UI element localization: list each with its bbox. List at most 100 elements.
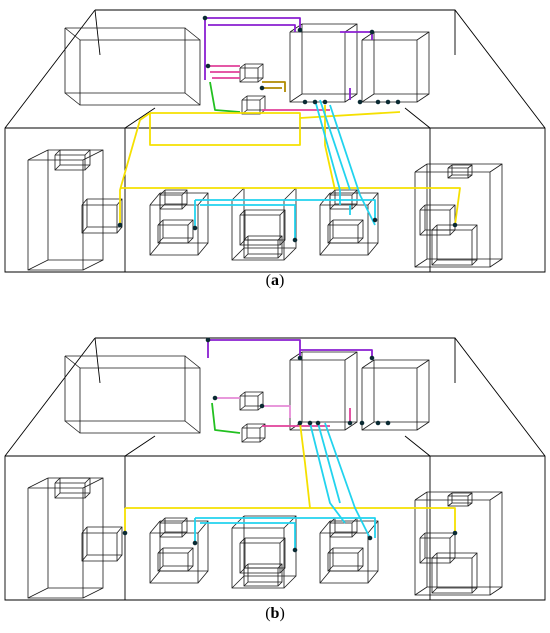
- piping-layout-3d-b: [4, 337, 546, 601]
- central-machine: [231, 187, 297, 261]
- pipe-purple-top-2: [208, 24, 296, 32]
- floor-station-1-inner: [157, 547, 194, 572]
- unit-right-a: [419, 204, 456, 236]
- pipe-cyan-floor-1: [195, 517, 376, 538]
- pipe-node-b-9: [385, 420, 391, 426]
- pipe-cyan-floor-2: [200, 522, 296, 550]
- pipe-node-a-10: [117, 222, 123, 228]
- pipe-node-a-16: [259, 85, 265, 91]
- room-left-frame: [27, 477, 104, 599]
- room-right-frame: [414, 491, 503, 596]
- pipe-node-a-7: [357, 99, 363, 105]
- pipe-node-b-10: [122, 530, 128, 536]
- pipe-cyan-floor-2: [200, 204, 296, 240]
- pipe-cyan-floor-1: [195, 199, 376, 220]
- vent-left-top: [54, 149, 91, 171]
- pipe-node-a-13: [372, 217, 378, 223]
- pipe-node-b-2: [369, 355, 375, 361]
- pipe-green-1: [209, 81, 241, 113]
- pipe-node-b-11: [192, 540, 198, 546]
- pipe-node-b-3: [297, 420, 303, 426]
- pipe-olive-1: [262, 81, 286, 92]
- pipe-yellow-floor-run: [120, 187, 461, 226]
- central-machine-inner: [239, 537, 286, 574]
- pump-top: [239, 391, 264, 411]
- pipe-node-a-1: [297, 27, 303, 33]
- panel-a-caption: (a): [265, 272, 285, 289]
- pipe-node-a-6: [322, 99, 328, 105]
- vent-right-top: [447, 164, 473, 179]
- pipe-node-a-5: [312, 99, 318, 105]
- pipe-node-b-13: [367, 535, 373, 541]
- floor-station-1-top: [159, 517, 188, 538]
- pipe-node-a-4: [302, 99, 308, 105]
- cabinet-upper-right: [361, 359, 430, 431]
- cabinet-upper-center: [289, 23, 358, 103]
- room-right-frame: [414, 163, 503, 268]
- pipe-node-b-15: [212, 395, 218, 401]
- floor-station-2-inner: [327, 219, 364, 244]
- diagram-panel-a: (a): [0, 0, 550, 305]
- pipe-purple-link: [300, 349, 373, 358]
- building-diag-left: [124, 107, 156, 129]
- building-diag-right: [404, 435, 431, 457]
- piping-layout-3d-a: [4, 9, 546, 273]
- pipe-node-a-8: [385, 99, 391, 105]
- pipe-pink-2: [262, 405, 291, 418]
- pipe-node-b-14: [452, 530, 458, 536]
- pipe-node-a-3: [375, 99, 381, 105]
- central-machine-base: [243, 235, 283, 259]
- central-machine: [231, 515, 297, 589]
- pipe-yellow-left-drop: [119, 112, 151, 225]
- pipe-purple-top-1: [205, 17, 301, 30]
- pipe-yellow-loop: [149, 113, 301, 146]
- pipe-node-a-15: [205, 63, 211, 69]
- pipe-cyan-riser-3: [324, 422, 371, 539]
- tank-upper-left: [64, 355, 201, 434]
- floor-station-2-inner: [327, 547, 364, 572]
- pipe-yellow-riser: [299, 422, 311, 509]
- pipe-node-b-8: [375, 420, 381, 426]
- pipe-cyan-riser-2: [319, 99, 351, 191]
- unit-right-b: [431, 224, 478, 266]
- pipe-yellow-riser: [324, 105, 336, 191]
- tank-upper-left: [64, 27, 201, 106]
- unit-left-low: [81, 198, 123, 234]
- pipe-cyan-riser-2: [317, 422, 341, 504]
- building-diag-right: [404, 107, 431, 129]
- pipe-node-a-14: [452, 222, 458, 228]
- pipe-node-a-9: [395, 99, 401, 105]
- pipe-node-b-7: [359, 420, 365, 426]
- panel-b-caption: (b): [265, 605, 285, 622]
- vent-right-top: [447, 492, 473, 507]
- pipe-node-b-4: [307, 420, 313, 426]
- pipe-cyan-riser-1: [309, 422, 346, 524]
- pipe-yellow-main: [150, 111, 401, 119]
- central-machine-base: [243, 563, 283, 587]
- building-edge-left-back: [94, 9, 101, 56]
- vent-left-top: [54, 477, 91, 499]
- cabinet-upper-right: [361, 31, 430, 103]
- pipe-node-a-0: [202, 15, 208, 21]
- diagram-panel-b: (b): [0, 318, 550, 633]
- floor-station-1-inner: [157, 219, 194, 244]
- floor-station-1-top: [159, 189, 188, 210]
- pipe-cyan-riser-3: [329, 104, 376, 226]
- pipe-node-b-5: [315, 420, 321, 426]
- unit-right-b: [431, 552, 478, 594]
- pipe-node-a-2: [369, 29, 375, 35]
- cabinet-upper-center: [289, 351, 358, 431]
- pipe-node-a-12: [292, 237, 298, 243]
- pipe-yellow-floor-run: [125, 507, 456, 533]
- pipe-node-b-16: [259, 403, 265, 409]
- pipe-purple-top: [208, 339, 301, 358]
- pump-top: [239, 63, 264, 83]
- building-diag-left: [124, 435, 156, 457]
- pipe-node-b-0: [205, 337, 211, 343]
- pipe-green-1: [211, 402, 241, 434]
- unit-left-low: [81, 526, 123, 562]
- pipe-node-b-12: [292, 547, 298, 553]
- pipe-node-b-6: [347, 420, 353, 426]
- room-left-frame: [27, 149, 104, 271]
- pump-bottom: [241, 423, 266, 443]
